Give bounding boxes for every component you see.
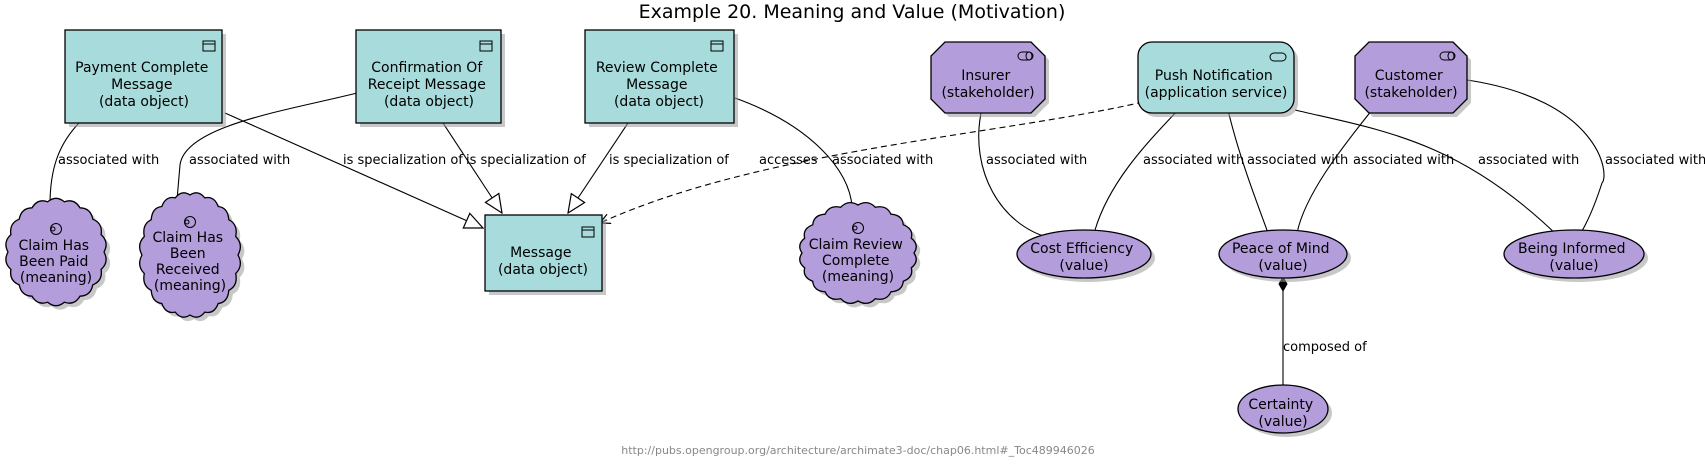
data-object-icon [202,40,216,52]
node-label: Review Complete Message (data object) [596,60,722,110]
edge-push-cost-efficiency [1094,109,1179,231]
edge-review-specializes-message [568,122,629,213]
node-label: Certainty (value) [1248,397,1317,430]
node-label: Claim Has Been Received (meaning) [152,230,227,294]
stakeholder-icon [1017,51,1034,61]
edge-label: associated with [1478,153,1579,168]
edge-review-claim-review [734,97,853,208]
node-cost-efficiency[interactable]: Cost Efficiency (value) [1016,229,1155,282]
meaning-icon [852,222,864,234]
edge-customer-being-informed [1466,79,1605,241]
edge-label: associated with [986,153,1087,168]
node-peace-of-mind[interactable]: Peace of Mind (value) [1218,229,1351,282]
application-service-icon [1269,52,1287,62]
node-customer[interactable]: Customer (stakeholder) [1354,41,1471,117]
meaning-icon [184,216,196,228]
source-footer: http://pubs.opengroup.org/architecture/a… [621,444,1094,457]
node-confirmation-receipt[interactable]: Confirmation Of Receipt Message (data ob… [355,29,505,127]
edge-label: is specialization of [466,153,586,168]
edge-payment-specializes-message [224,112,483,228]
edge-confirmation-specializes-message [442,122,502,213]
node-payment-complete[interactable]: Payment Complete Message (data object) [64,29,226,127]
edge-layer: associated with associated with is speci… [49,79,1705,385]
node-being-informed[interactable]: Being Informed (value) [1503,229,1648,282]
node-review-complete[interactable]: Review Complete Message (data object) [584,29,738,127]
node-label: Claim Review Complete (meaning) [809,237,908,285]
edge-customer-peace-of-mind [1296,109,1373,234]
data-object-icon [479,40,493,52]
node-insurer[interactable]: Insurer (stakeholder) [930,41,1049,117]
edge-label: associated with [832,153,933,168]
data-object-icon [581,226,595,238]
node-label: Cost Efficiency (value) [1030,241,1137,274]
node-label: Confirmation Of Receipt Message (data ob… [368,60,491,110]
node-label: Peace of Mind (value) [1232,241,1334,274]
edge-label: associated with [1605,153,1705,168]
node-label: Being Informed (value) [1518,241,1630,274]
edge-push-peace-of-mind [1227,109,1269,234]
edge-label: is specialization of [609,153,729,168]
node-label: Claim Has Been Paid (meaning) [18,238,93,286]
edge-label: is specialization of [343,153,463,168]
edge-label: composed of [1283,340,1367,355]
edge-label: associated with [189,153,290,168]
node-claim-review[interactable]: Claim Review Complete (meaning) [799,202,921,308]
node-push-notification[interactable]: Push Notification (application service) [1137,41,1298,117]
edge-label: associated with [1143,153,1244,168]
edge-payment-claim-paid [49,122,80,206]
edge-label: associated with [58,153,159,168]
node-label: Customer (stakeholder) [1364,68,1457,101]
diagram-title: Example 20. Meaning and Value (Motivatio… [639,1,1066,23]
edge-label: associated with [1353,153,1454,168]
node-certainty[interactable]: Certainty (value) [1237,384,1332,437]
stakeholder-icon [1439,51,1456,61]
node-label: Message (data object) [498,245,588,278]
edge-push-accesses-message [600,101,1144,223]
node-label: Push Notification (application service) [1145,68,1288,101]
edge-label: accesses [759,153,818,168]
edge-label: associated with [1247,153,1348,168]
node-claim-paid[interactable]: Claim Has Been Paid (meaning) [5,197,111,310]
data-object-icon [710,40,724,52]
node-message[interactable]: Message (data object) [484,214,606,295]
edge-insurer-cost-efficiency [978,112,1051,239]
meaning-icon [50,223,62,235]
node-claim-received[interactable]: Claim Has Been Received (meaning) [139,192,245,322]
edge-push-being-informed [1294,109,1561,239]
edge-confirmation-claim-received [176,92,358,201]
node-label: Payment Complete Message (data object) [75,60,213,110]
node-label: Insurer (stakeholder) [941,68,1034,101]
